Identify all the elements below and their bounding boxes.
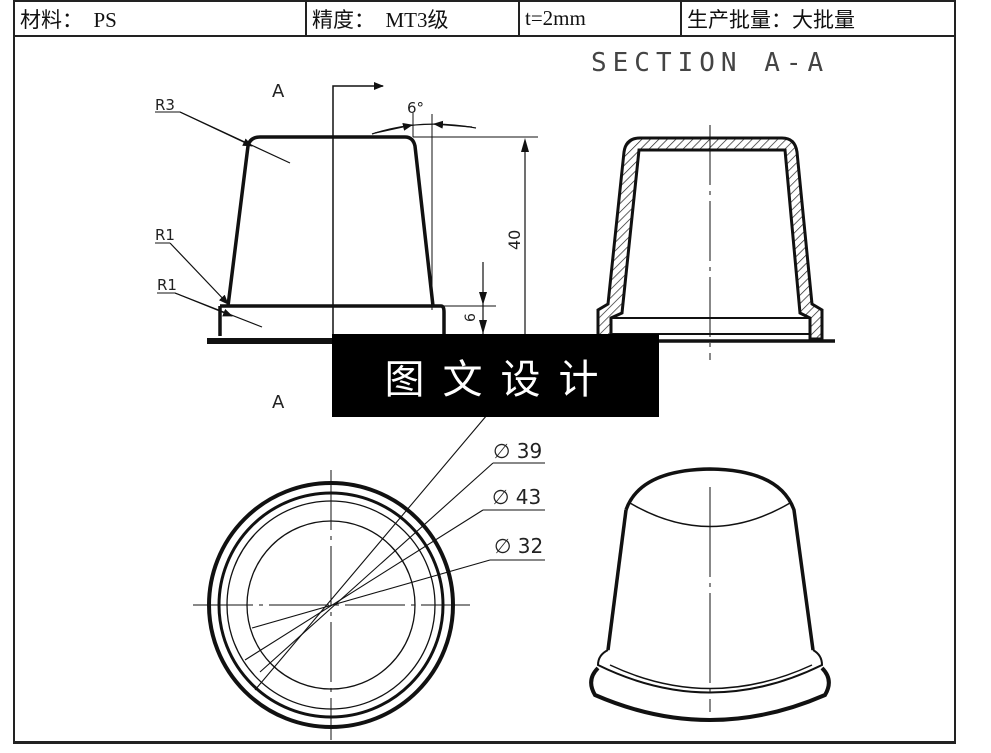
diameter-32: ∅ 32 <box>494 534 543 558</box>
watermark-banner: 图文设计 <box>332 334 659 417</box>
radius-label-r1-a: R1 <box>155 226 175 244</box>
precision-cell: 精度： MT3级 <box>307 2 520 35</box>
material-cell: 材料： PS <box>15 2 307 35</box>
batch-cell: 生产批量：大批量 <box>687 7 855 32</box>
section-marker-bottom: A <box>272 392 285 413</box>
radius-label-r1-b: R1 <box>157 276 177 294</box>
step-label: 6 <box>463 313 479 322</box>
angle-label: 6° <box>407 99 424 117</box>
section-marker-top: A <box>272 81 285 102</box>
isometric-view <box>589 467 831 722</box>
height-label: 40 <box>505 230 524 250</box>
diameter-43: ∅ 43 <box>492 485 541 509</box>
top-view: A ∅ 39 ∅ 43 ∅ 32 <box>193 392 545 740</box>
diameter-39: ∅ 39 <box>493 439 542 463</box>
radius-label-r3: R3 <box>155 96 175 114</box>
section-view: SECTION A-A <box>591 48 835 360</box>
thickness-cell: t=2mm <box>520 2 682 35</box>
section-title: SECTION A-A <box>591 48 829 78</box>
title-block: 材料： PS 精度： MT3级 t=2mm 生产批量：大批量 <box>13 0 956 37</box>
